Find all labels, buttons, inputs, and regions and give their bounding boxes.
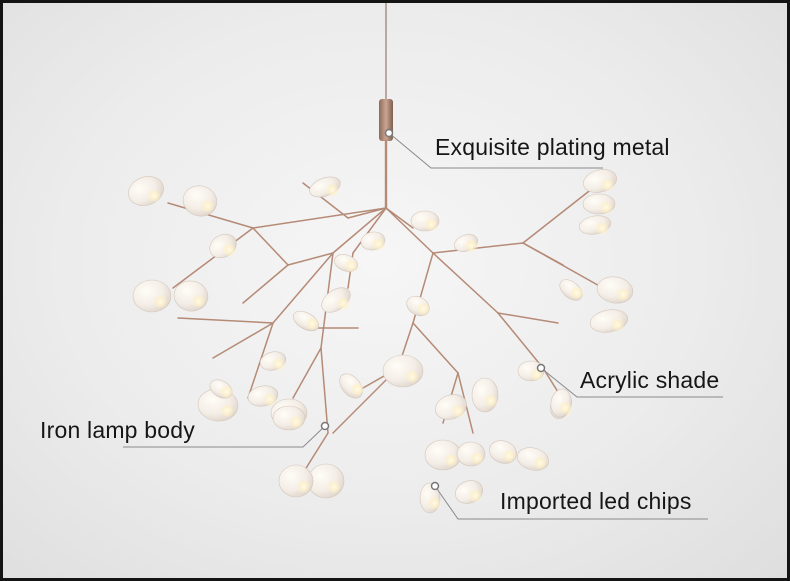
led-petals (128, 169, 634, 514)
led-glow (305, 316, 320, 331)
led-glow (222, 242, 237, 257)
led-glow (599, 200, 614, 215)
iron-leader-dot (320, 421, 330, 431)
led-glow (350, 382, 365, 397)
branch-rod (167, 202, 254, 229)
led-glow (610, 317, 625, 332)
plating-leader-line (388, 132, 603, 169)
led-glow (271, 357, 286, 372)
led-glow (147, 188, 162, 203)
led-glow (427, 496, 442, 511)
branch-rod (497, 312, 544, 369)
branch-rod (385, 207, 414, 229)
led-glow (464, 238, 479, 253)
led-glow (327, 479, 342, 494)
led-glow (533, 455, 548, 470)
branch-rod (252, 207, 387, 229)
led-glow (600, 177, 615, 192)
led-glow (444, 453, 459, 468)
acrylic-leader-dot (536, 363, 546, 373)
led-glow (371, 237, 386, 252)
acrylic-leader-line (540, 367, 723, 398)
led-glow (616, 287, 631, 302)
branch-rod (352, 207, 387, 254)
led-glow (468, 488, 483, 503)
acrylic-petal (173, 280, 209, 312)
led-glow (344, 258, 359, 273)
branch-frame (167, 139, 604, 474)
branch-rod (292, 347, 322, 399)
branch-rod (522, 242, 564, 266)
led-glow (219, 384, 234, 399)
branch-rod (385, 207, 434, 254)
led-glow (502, 448, 517, 463)
callout-leaders (123, 128, 723, 520)
chandelier-illustration (123, 3, 723, 520)
acrylic-petal (435, 394, 467, 420)
callout-plating-label: Exquisite plating metal (435, 134, 670, 160)
branch-rod (320, 347, 329, 434)
acrylic-petal (278, 464, 314, 498)
led-glow (451, 404, 466, 419)
callout-led-label: Imported led chips (500, 488, 692, 514)
branch-rod (522, 187, 594, 244)
callout-iron-label: Iron lamp body (40, 417, 195, 443)
acrylic-petal (128, 176, 164, 206)
led-glow (262, 392, 277, 407)
led-glow (191, 294, 206, 309)
iron-leader-line (123, 425, 326, 448)
led-glow (325, 183, 340, 198)
led-glow (289, 415, 304, 430)
led-leader-dot (430, 481, 440, 491)
led-glow (220, 403, 234, 418)
branch-rod (172, 272, 194, 289)
acrylic-petal (307, 463, 345, 499)
led-glow (595, 221, 610, 236)
branch-rod (252, 227, 289, 266)
branch-rod (242, 264, 289, 304)
led-glow (336, 296, 351, 311)
branch-rod (272, 252, 334, 324)
led-glow (153, 294, 168, 309)
led-glow (470, 451, 485, 466)
acrylic-petal (132, 279, 172, 313)
led-leader-line (434, 485, 708, 520)
led-glow (483, 393, 498, 408)
led-glow (558, 400, 573, 415)
branch-rod (212, 322, 274, 359)
branch-rod (432, 252, 499, 314)
branch-rod (177, 317, 274, 324)
acrylic-petal (182, 185, 218, 217)
led-glow (200, 199, 215, 214)
branch-rod (287, 252, 334, 266)
acrylic-petal (382, 354, 424, 388)
led-glow (569, 285, 584, 300)
led-glow (405, 369, 419, 384)
plating-leader-dot (384, 128, 394, 138)
acrylic-petal (209, 233, 237, 259)
branch-rod (497, 312, 559, 324)
acrylic-petal (596, 276, 634, 304)
branch-rod (347, 207, 387, 219)
led-glow (424, 217, 439, 232)
branch-rod (332, 207, 387, 254)
branch-rod (302, 432, 329, 474)
acrylic-petal (589, 309, 629, 333)
callout-acrylic-label: Acrylic shade (580, 367, 720, 393)
branch-rod (412, 322, 459, 374)
led-glow (416, 302, 431, 317)
led-glow (296, 479, 311, 494)
